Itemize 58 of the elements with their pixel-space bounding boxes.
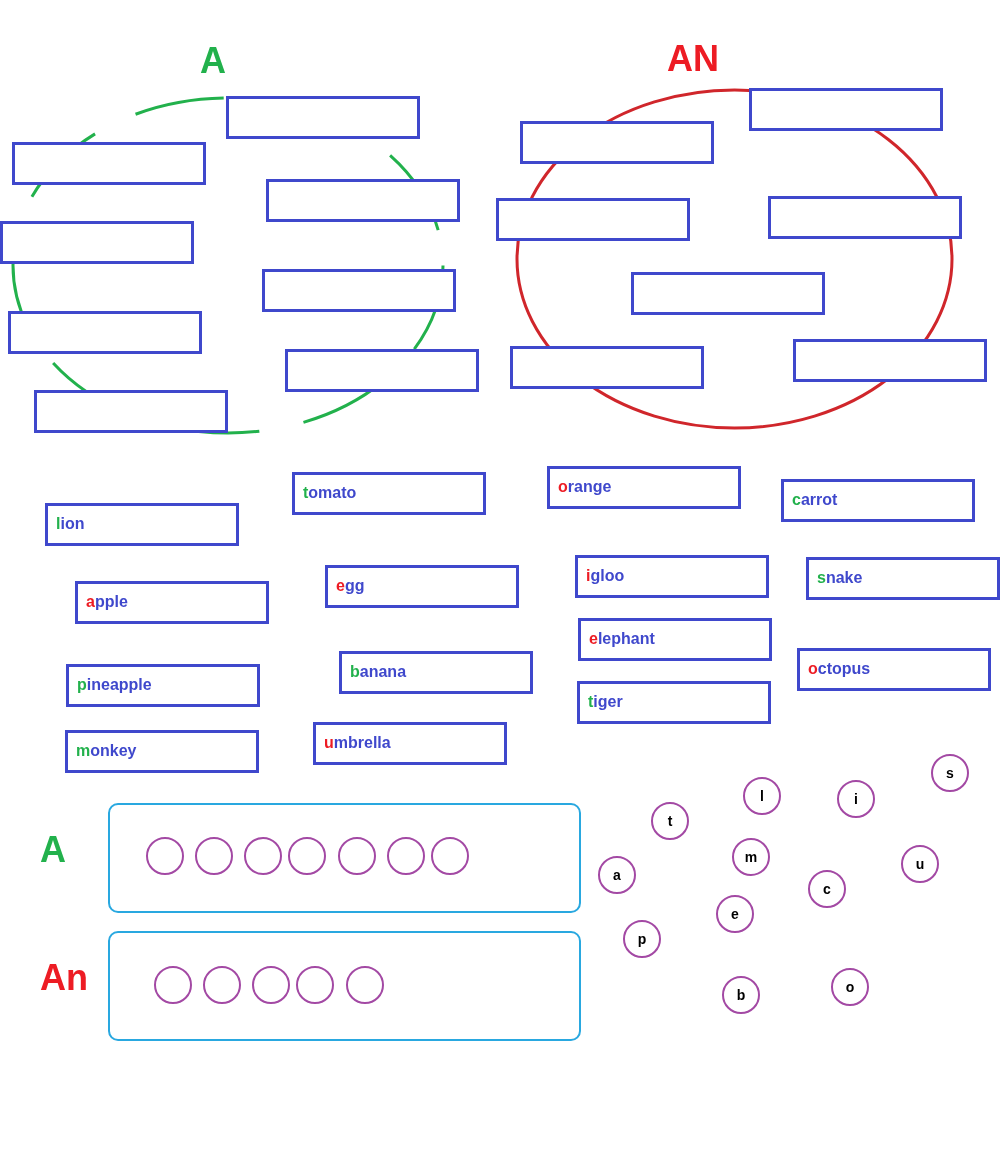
word-card: banana (339, 651, 533, 694)
word-card: tomato (292, 472, 486, 515)
blank-box (496, 198, 690, 241)
word-card: apple (75, 581, 269, 624)
blank-circle (346, 966, 384, 1004)
letter-circle: t (651, 802, 689, 840)
heading: AN (667, 38, 719, 80)
blank-circle (195, 837, 233, 875)
letter-circle: c (808, 870, 846, 908)
word-card: octopus (797, 648, 991, 691)
blank-box (749, 88, 943, 131)
word-card: egg (325, 565, 519, 608)
blank-circle (146, 837, 184, 875)
blank-circle (387, 837, 425, 875)
blank-circle (203, 966, 241, 1004)
word-card: umbrella (313, 722, 507, 765)
letter-circle: b (722, 976, 760, 1014)
blank-box (8, 311, 202, 354)
blank-circle (252, 966, 290, 1004)
letter-circle: e (716, 895, 754, 933)
word-card: orange (547, 466, 741, 509)
word-card: elephant (578, 618, 772, 661)
word-card: monkey (65, 730, 259, 773)
letter-circle: m (732, 838, 770, 876)
letter-circle: l (743, 777, 781, 815)
blank-box (262, 269, 456, 312)
blank-circle (154, 966, 192, 1004)
blank-box (0, 221, 194, 264)
blank-circle (244, 837, 282, 875)
letter-circle: a (598, 856, 636, 894)
blank-circle (431, 837, 469, 875)
letter-circle: u (901, 845, 939, 883)
heading: An (40, 957, 88, 999)
blank-box (285, 349, 479, 392)
letter-circle: o (831, 968, 869, 1006)
blank-box (768, 196, 962, 239)
blank-box (12, 142, 206, 185)
heading: A (40, 829, 66, 871)
blank-box (266, 179, 460, 222)
word-card: carrot (781, 479, 975, 522)
blank-box (34, 390, 228, 433)
blank-box (510, 346, 704, 389)
blank-box (631, 272, 825, 315)
blank-box (226, 96, 420, 139)
blank-circle (338, 837, 376, 875)
word-card: lion (45, 503, 239, 546)
letter-circle: i (837, 780, 875, 818)
letter-circle: s (931, 754, 969, 792)
blank-circle (288, 837, 326, 875)
blank-box (793, 339, 987, 382)
word-card: igloo (575, 555, 769, 598)
letter-circle: p (623, 920, 661, 958)
word-card: snake (806, 557, 1000, 600)
word-card: pineapple (66, 664, 260, 707)
blank-circle (296, 966, 334, 1004)
word-card: tiger (577, 681, 771, 724)
blank-box (520, 121, 714, 164)
heading: A (200, 40, 226, 82)
